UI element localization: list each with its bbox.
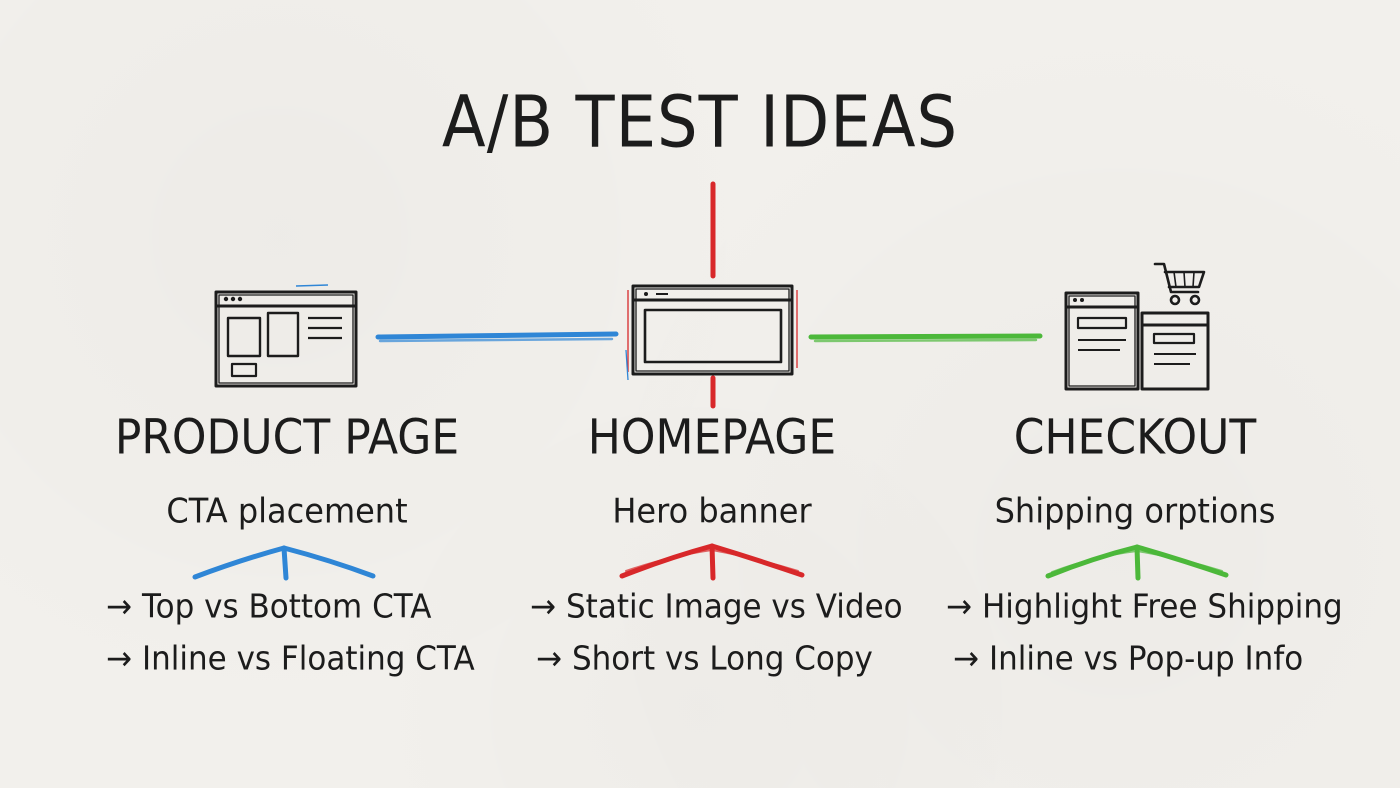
product-connector [375,331,619,343]
list-item-label: Top vs Bottom CTA [141,587,432,627]
diagram-title: A/B TEST IDEAS [441,81,959,165]
product-branch [192,545,376,581]
list-item-label: Highlight Free Shipping [981,587,1343,627]
arrow-icon: → [536,639,562,679]
arrow-icon: → [106,587,132,627]
checkout-branch [1045,544,1229,581]
section-title-product: PRODUCT PAGE [114,409,460,466]
list-item-label: Short vs Long Copy [571,639,873,679]
list-item-checkout-2: →Inline vs Pop-up Info [953,640,1303,679]
section-title-checkout: CHECKOUT [1013,409,1257,466]
section-title-homepage: HOMEPAGE [587,409,837,466]
arrow-icon: → [106,639,132,679]
section-subtitle-product: CTA placement [166,491,408,531]
list-item-label: Inline vs Pop-up Info [988,639,1304,679]
browser-layout-icon [214,284,358,388]
list-item-label: Static Image vs Video [565,587,903,627]
homepage-branch [619,543,805,581]
list-item-product-2: →Inline vs Floating CTA [106,640,475,679]
section-subtitle-homepage: Hero banner [612,491,812,531]
list-item-product-1: →Top vs Bottom CTA [106,588,431,627]
list-item-homepage-1: →Static Image vs Video [530,588,903,627]
list-item-label: Inline vs Floating CTA [141,639,475,679]
checkout-connector [808,333,1043,343]
arrow-icon: → [953,639,979,679]
list-item-checkout-1: →Highlight Free Shipping [946,588,1343,627]
arrow-icon: → [946,587,972,627]
section-subtitle-checkout: Shipping orptions [994,491,1276,531]
checkout-window-icon [1064,291,1210,391]
browser-window-icon [625,284,798,381]
shopping-cart-icon [1153,262,1206,306]
list-item-homepage-2: →Short vs Long Copy [536,640,873,679]
arrow-icon: → [530,587,556,627]
